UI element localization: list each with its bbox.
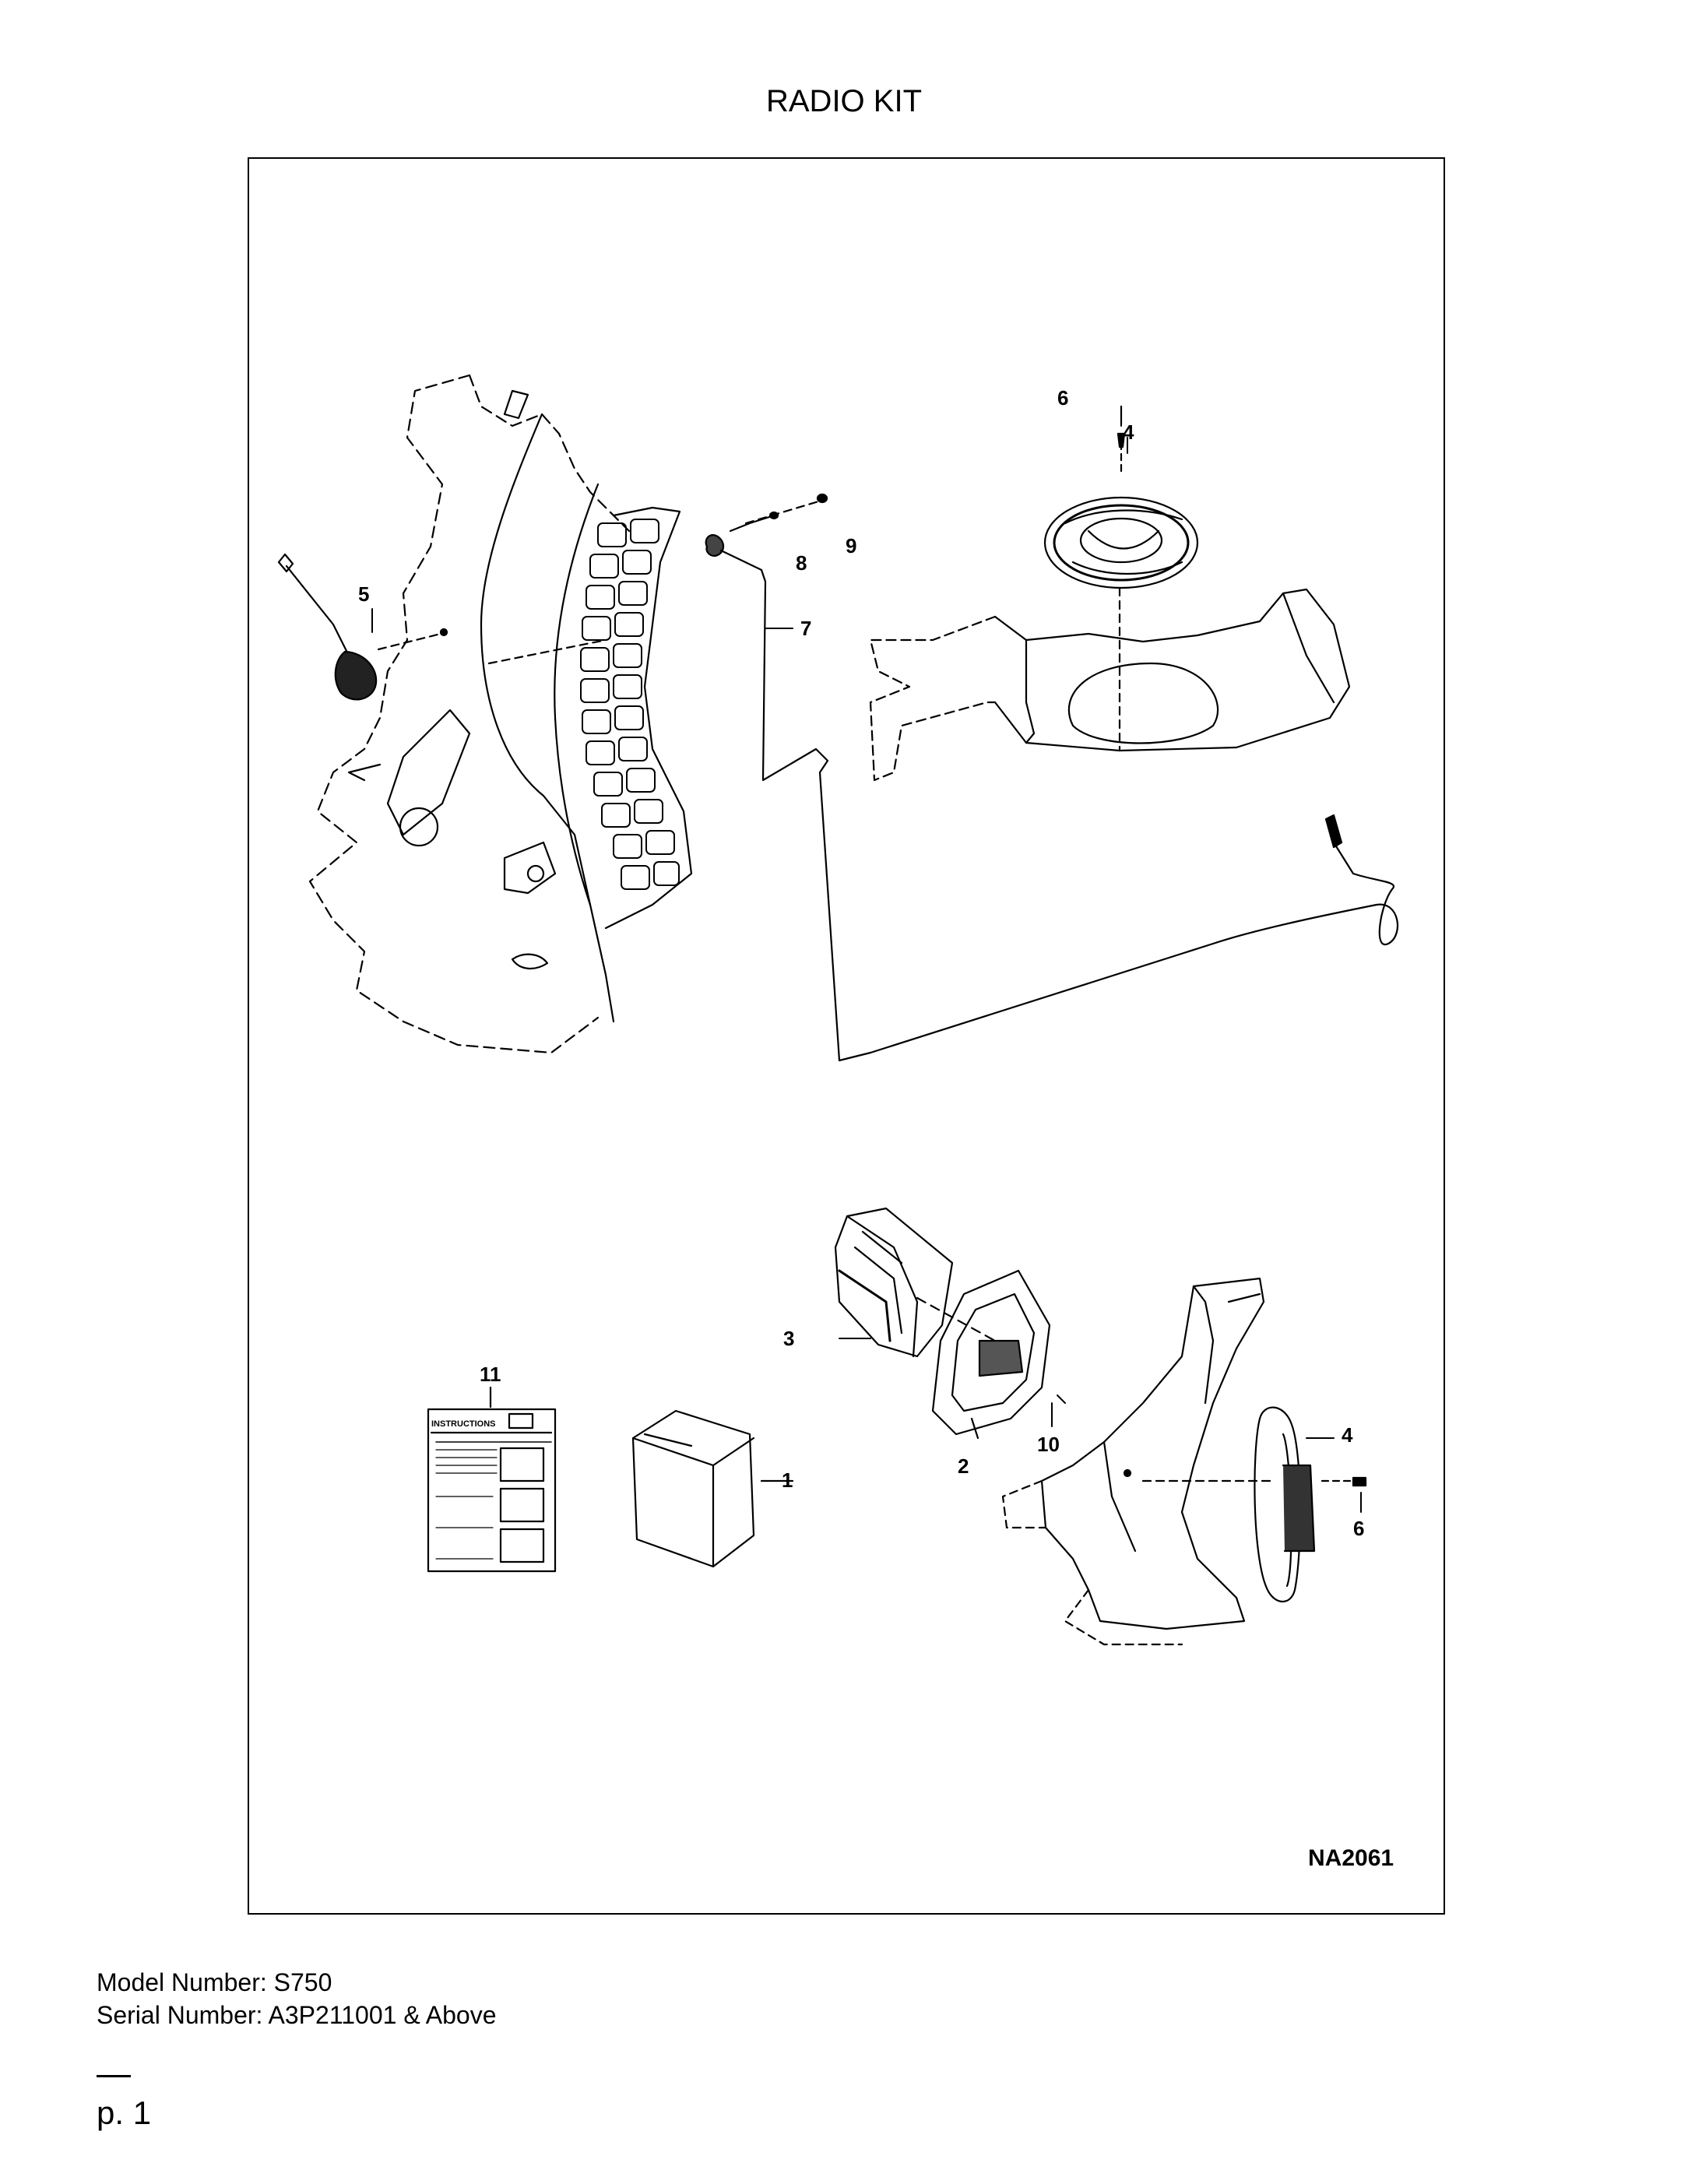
model-number: Model Number: S750	[97, 1968, 332, 1996]
upper-speaker	[1043, 405, 1199, 751]
callout-10: 10	[1037, 1433, 1060, 1456]
diagram-frame	[248, 157, 1445, 1915]
callout-4-lower: 4	[1342, 1423, 1353, 1447]
callout-3: 3	[783, 1327, 794, 1350]
leader-lines	[371, 413, 1362, 1513]
lower-right-cab-panel	[1001, 1277, 1277, 1646]
antenna-assembly	[277, 553, 448, 701]
page-title: RADIO KIT	[765, 84, 923, 118]
radio-mount-bracket	[931, 1269, 1051, 1440]
callout-8: 8	[796, 551, 807, 575]
callout-6-lower: 6	[1353, 1517, 1364, 1540]
callout-6-upper: 6	[1057, 386, 1068, 410]
left-cab-panel	[308, 374, 693, 1054]
lower-speaker	[1254, 1406, 1367, 1603]
callout-9: 9	[846, 534, 856, 557]
instructions-label: INSTRUCTIONS	[431, 1419, 496, 1429]
exploded-parts-diagram: INSTRUCTIONS 1 2 3 4 4 5 6 6 7 8 9 10 11	[277, 374, 1399, 1646]
callout-2: 2	[958, 1454, 969, 1478]
serial-number: Serial Number: A3P211001 & Above	[97, 2001, 497, 2029]
callout-1: 1	[782, 1468, 793, 1492]
page-rule	[97, 2075, 131, 2077]
nut-washer	[744, 493, 828, 525]
instruction-sheet	[427, 1386, 557, 1573]
radio-unit	[834, 1207, 997, 1358]
callout-11: 11	[480, 1363, 501, 1386]
parts-box	[631, 1409, 794, 1568]
upper-speaker-housing	[487, 588, 1351, 782]
antenna-cable	[705, 515, 1399, 1062]
figure-id: NA2061	[1308, 1845, 1394, 1871]
callout-5: 5	[358, 582, 369, 606]
callout-7: 7	[800, 617, 811, 640]
callout-4-upper: 4	[1123, 420, 1134, 444]
page-number: p. 1	[97, 2094, 152, 2131]
